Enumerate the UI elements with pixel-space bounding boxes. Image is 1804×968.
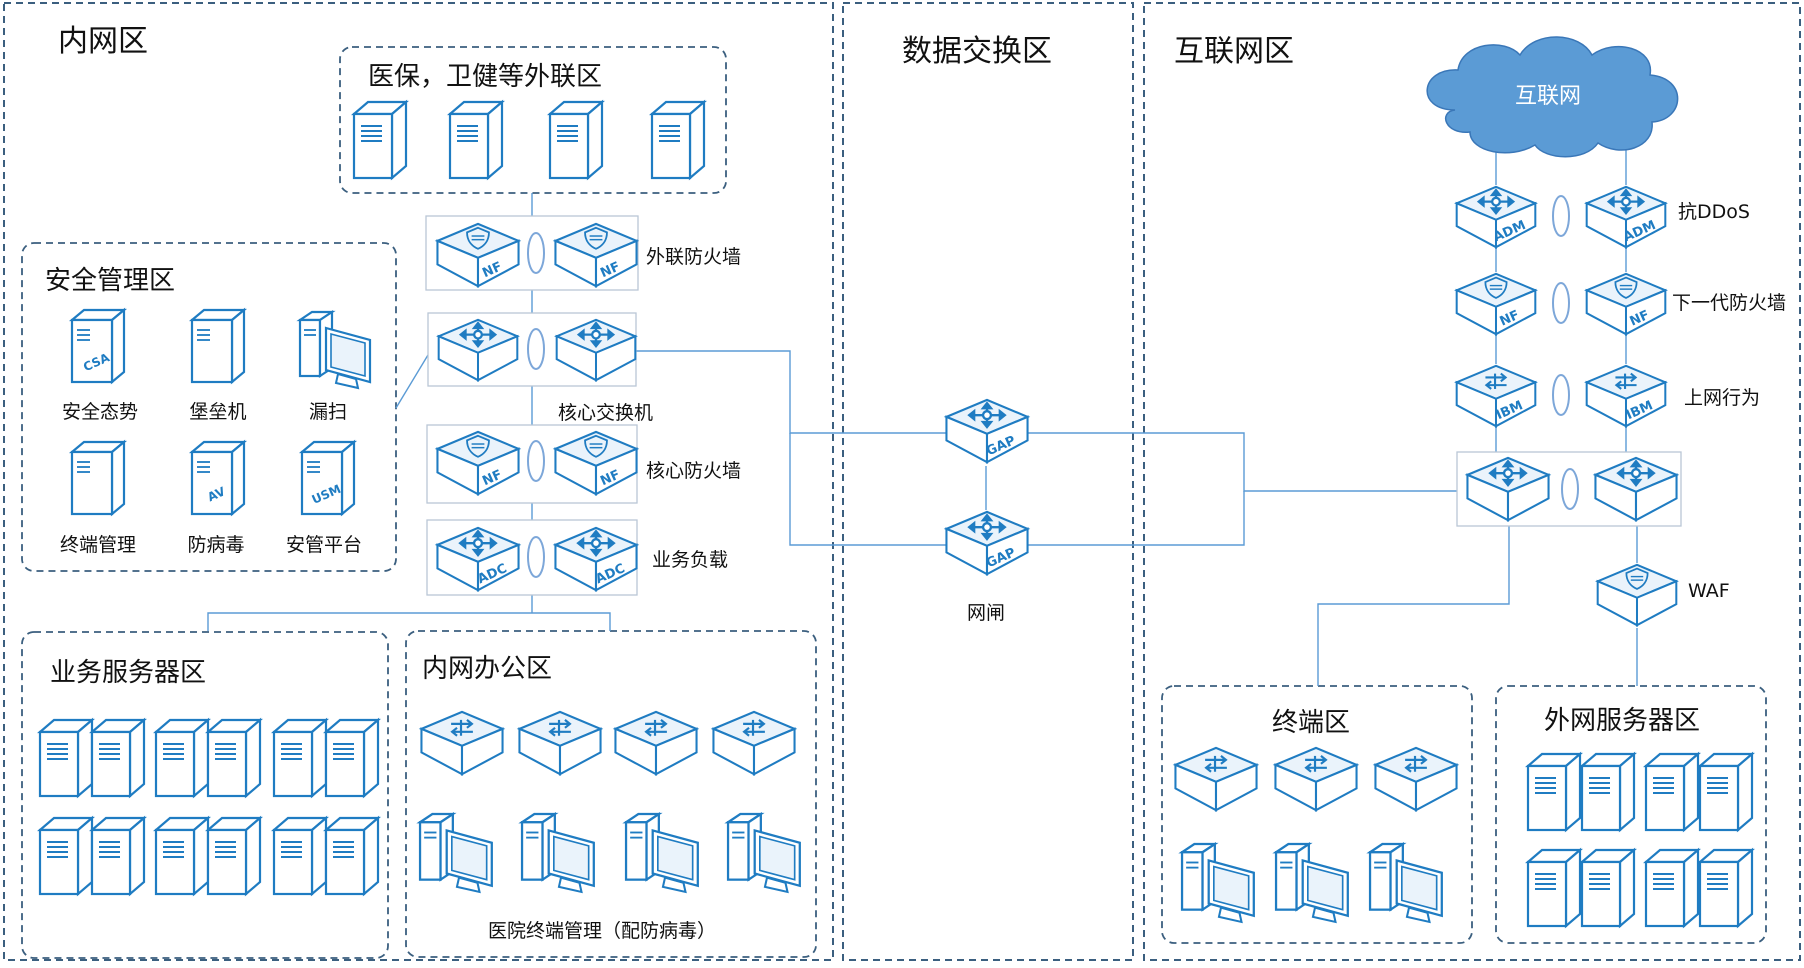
terminal-zone-title: 终端区	[1272, 708, 1351, 738]
business-server-6-icon	[324, 718, 380, 798]
ngfw-label: 下一代防火墙	[1672, 292, 1787, 314]
sec-item-label-antivirus: 防病毒	[187, 534, 245, 556]
intranet-zone-title: 内网区	[58, 24, 148, 59]
terminal-pc-3-icon	[1368, 842, 1443, 924]
behavior-agg-icon	[1552, 374, 1570, 416]
internet-cloud	[1426, 36, 1679, 158]
zone-borders	[3, 2, 1801, 961]
internet-zone-title: 互联网区	[1174, 34, 1294, 69]
sec-item-label-vuln-scan: 漏扫	[308, 401, 348, 423]
ext-server-8-icon	[1698, 848, 1754, 928]
terminal-pc-1-icon	[1180, 842, 1255, 924]
ext-server-3-icon	[1644, 752, 1700, 832]
business-server-5-icon	[272, 718, 328, 798]
intranet-zone-border	[3, 2, 834, 961]
business-server-7-icon	[38, 816, 94, 896]
usm-platform-icon	[300, 440, 356, 516]
ext-server-7-icon	[1644, 848, 1700, 928]
situation-awareness-icon	[70, 308, 126, 384]
antivirus-icon	[190, 440, 246, 516]
anti-ddos-agg-icon	[1552, 195, 1570, 237]
waf-label: WAF	[1688, 580, 1730, 602]
business-server-3-icon	[154, 718, 210, 798]
core-switch-agg-icon	[527, 328, 545, 370]
ext-server-4-icon	[1698, 752, 1754, 832]
internet-core-switch-frame	[1456, 451, 1682, 527]
core-fw-agg-icon	[527, 440, 545, 482]
office-pc-1-icon	[418, 812, 493, 894]
external-fw-a-tag: NF	[480, 259, 504, 281]
core-switch-label: 核心交换机	[558, 402, 654, 424]
sec-item-label-bastion: 堡垒机	[189, 401, 247, 423]
external-link-zone-border	[339, 46, 727, 194]
ext-server-2-icon	[1580, 752, 1636, 832]
business-server-9-icon	[154, 816, 210, 896]
gatekeeper-label: 网闸	[966, 602, 1006, 624]
ngfw-a-tag: NF	[1498, 308, 1522, 330]
security-mgmt-title: 安全管理区	[45, 266, 176, 296]
bastion-host-icon	[190, 308, 246, 384]
business-servers-zone-border	[21, 631, 389, 959]
business-server-11-icon	[272, 816, 328, 896]
external-server-3-icon	[548, 100, 604, 180]
core-fw-b-tag: NF	[598, 467, 622, 489]
office-zone-title: 内网办公区	[422, 654, 553, 684]
core-fw-label: 核心防火墙	[646, 460, 742, 482]
antivirus-tag: AV	[205, 484, 228, 504]
cloud-shape	[1426, 36, 1679, 158]
adc-agg-icon	[527, 536, 545, 578]
external-server-1-icon	[352, 100, 408, 180]
vuln-scanner-icon	[298, 310, 372, 390]
exchange-zone-title: 数据交换区	[902, 34, 1052, 69]
internet-zone-border	[1143, 2, 1801, 961]
cloud-label: 互联网	[1514, 84, 1582, 109]
external-link-zone-title: 医保，卫健等外联区	[368, 62, 603, 92]
sec-item-label-endpoint: 终端管理	[59, 534, 137, 556]
ext-server-1-icon	[1526, 752, 1582, 832]
office-pc-2-icon	[520, 812, 595, 894]
business-server-2-icon	[90, 718, 146, 798]
connection-lines	[207, 150, 1638, 686]
external-fw-frame	[425, 215, 639, 291]
sec-item-label-usm: 安管平台	[285, 534, 363, 556]
external-server-4-icon	[650, 100, 706, 180]
ext-servers-zone-border	[1495, 685, 1767, 944]
office-pc-4-icon	[726, 812, 801, 894]
office-pc-3-icon	[624, 812, 699, 894]
business-server-1-icon	[38, 718, 94, 798]
endpoint-mgmt-icon	[70, 440, 126, 516]
ngfw-agg-icon	[1552, 282, 1570, 324]
office-caption: 医院终端管理（配防病毒）	[488, 920, 717, 942]
terminal-pc-2-icon	[1274, 842, 1349, 924]
ext-servers-zone-title: 外网服务器区	[1544, 706, 1701, 736]
office-zone-border	[405, 630, 817, 958]
ngfw-b-tag: NF	[1628, 308, 1652, 330]
anti-ddos-label: 抗DDoS	[1678, 201, 1750, 223]
behavior-label: 上网行为	[1684, 387, 1761, 409]
sub-zone-borders	[21, 46, 1767, 959]
ext-server-6-icon	[1580, 848, 1636, 928]
load-balance-label: 业务负载	[652, 549, 729, 571]
core-fw-a-tag: NF	[480, 467, 504, 489]
internet-core-agg-icon	[1561, 468, 1579, 510]
business-server-12-icon	[324, 816, 380, 896]
exchange-zone-border	[842, 2, 1134, 961]
ext-server-5-icon	[1526, 848, 1582, 928]
business-server-4-icon	[206, 718, 262, 798]
external-server-2-icon	[448, 100, 504, 180]
business-server-8-icon	[90, 816, 146, 896]
business-servers-title: 业务服务器区	[50, 658, 207, 688]
business-server-10-icon	[206, 816, 262, 896]
terminal-zone-border	[1161, 685, 1473, 944]
external-fw-agg-icon	[527, 232, 545, 274]
sec-item-label-situation: 安全态势	[61, 401, 139, 423]
external-fw-b-tag: NF	[598, 259, 622, 281]
external-fw-label: 外联防火墙	[646, 246, 742, 268]
